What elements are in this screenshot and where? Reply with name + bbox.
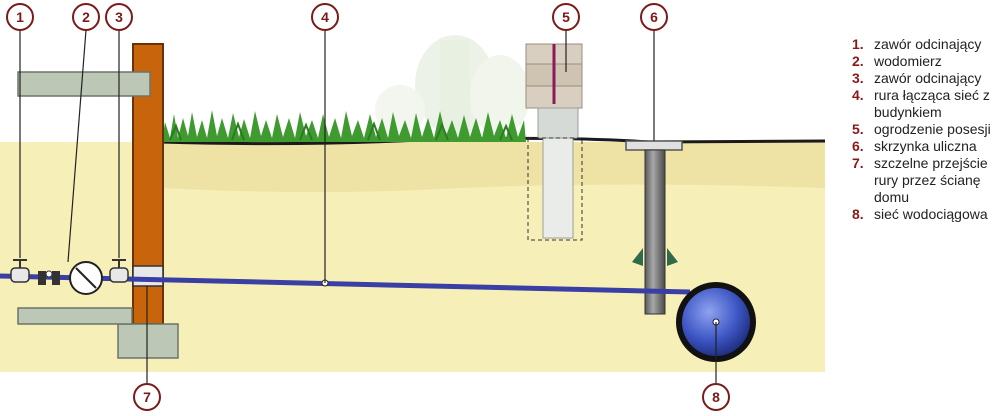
- callout-4: 4: [311, 3, 339, 31]
- legend-number: 7.: [852, 155, 864, 171]
- fence-post: [525, 43, 583, 241]
- legend-text: sieć wodociągowa: [874, 206, 988, 222]
- callout-3-label: 3: [115, 9, 123, 25]
- legend-item: 8. sieć wodociągowa: [852, 206, 998, 223]
- street-box: [625, 140, 683, 315]
- water-meter: [38, 261, 103, 295]
- legend-text: skrzynka uliczna: [874, 138, 977, 154]
- legend: 1. zawór odcinający 2. wodomierz 3. zawór o…: [852, 36, 998, 223]
- legend-number: 2.: [852, 53, 864, 69]
- callout-1-label: 1: [16, 9, 24, 25]
- callout-4-label: 4: [321, 9, 329, 25]
- callout-1: 1: [6, 3, 34, 31]
- callout-5: 5: [552, 3, 580, 31]
- shutoff-valve-1: [10, 259, 30, 283]
- callout-7: 7: [133, 383, 161, 411]
- legend-text: szczelne przejście rury przez ścianę dom…: [874, 155, 988, 205]
- callout-7-label: 7: [143, 389, 151, 405]
- leader-lines: [19, 29, 717, 383]
- callout-5-label: 5: [562, 9, 570, 25]
- callout-8: 8: [702, 383, 730, 411]
- legend-number: 5.: [852, 121, 864, 137]
- legend-text: zawór odcinający: [874, 36, 982, 52]
- background-trees: [375, 35, 530, 135]
- shutoff-valve-3: [109, 259, 129, 283]
- legend-number: 4.: [852, 87, 864, 103]
- legend-item: 2. wodomierz: [852, 53, 998, 70]
- legend-item: 4. rura łącząca sieć z budynkiem: [852, 87, 998, 121]
- legend-text: rura łącząca sieć z budynkiem: [874, 87, 990, 120]
- legend-text: wodomierz: [874, 53, 942, 69]
- callout-2-label: 2: [82, 9, 90, 25]
- callout-3: 3: [105, 3, 133, 31]
- legend-number: 8.: [852, 206, 864, 222]
- legend-item: 6. skrzynka uliczna: [852, 138, 998, 155]
- legend-item: 7. szczelne przejście rury przez ścianę d…: [852, 155, 998, 206]
- legend-text: zawór odcinający: [874, 70, 982, 86]
- legend-item: 1. zawór odcinający: [852, 36, 998, 53]
- legend-number: 3.: [852, 70, 864, 86]
- legend-item: 3. zawór odcinający: [852, 70, 998, 87]
- legend-item: 5. ogrodzenie posesji: [852, 121, 998, 138]
- callout-8-label: 8: [712, 389, 720, 405]
- legend-text: ogrodzenie posesji: [874, 121, 991, 137]
- callout-6: 6: [640, 3, 668, 31]
- legend-number: 1.: [852, 36, 864, 52]
- legend-number: 6.: [852, 138, 864, 154]
- callout-6-label: 6: [650, 9, 658, 25]
- grass: [162, 110, 526, 142]
- callout-2: 2: [72, 3, 100, 31]
- water-connection-diagram: 1 2 3 4 5 6 7 8: [0, 3, 826, 411]
